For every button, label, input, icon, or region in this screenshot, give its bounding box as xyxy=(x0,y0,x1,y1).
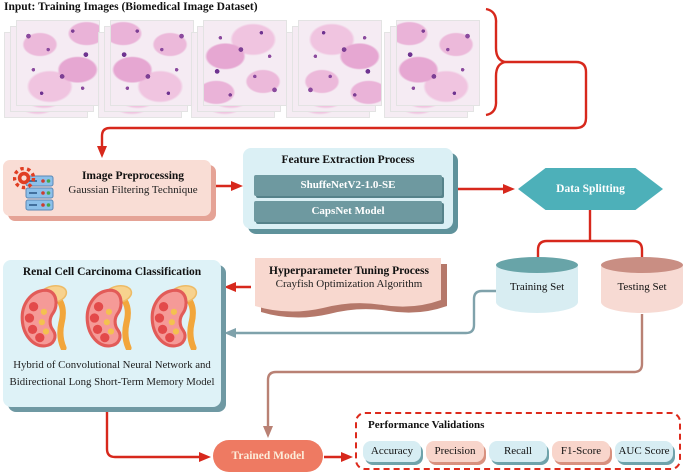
data-splitting-hexagon: Data Splitting xyxy=(518,168,663,210)
classification-desc-line2: Bidirectional Long Short-Term Memory Mod… xyxy=(9,376,215,388)
arrow-images-to-preprocessing xyxy=(97,60,588,158)
cylinder-top xyxy=(496,257,578,273)
training-image-stack xyxy=(98,20,194,118)
metric-badge-recall: Recall xyxy=(489,441,547,462)
kidney-icon xyxy=(150,285,197,350)
preprocessing-title: Image Preprocessing xyxy=(81,170,185,182)
classification-desc-line1: Hybrid of Convolutional Neural Network a… xyxy=(13,359,211,371)
classification-title: Renal Cell Carcinoma Classification xyxy=(22,266,202,278)
training-set-label: Training Set xyxy=(509,281,565,293)
tuning-title: Hyperparameter Tuning Process xyxy=(269,265,429,277)
tuning-subtitle: Crayfish Optimization Algorithm xyxy=(275,278,423,290)
metric-badge-precision: Precision xyxy=(426,441,484,462)
classification-description: Hybrid of Convolutional Neural Network a… xyxy=(5,357,219,391)
kidney-icon xyxy=(85,285,133,350)
document-shape xyxy=(255,258,447,318)
training-image-stack xyxy=(286,20,382,118)
training-image-stack xyxy=(384,20,480,118)
trained-model-pill: Trained Model xyxy=(213,440,323,472)
arrow-testing-to-trained xyxy=(263,314,644,438)
server-gear-icon xyxy=(13,167,54,211)
cylinder-body xyxy=(496,265,578,313)
testing-set-cylinder: Testing Set xyxy=(601,257,683,313)
brace xyxy=(485,7,506,117)
metric-badge-f1score: F1-Score xyxy=(552,441,610,462)
figure-title: Input: Training Images (Biomedical Image… xyxy=(4,1,258,13)
performance-title: Performance Validations xyxy=(368,419,485,431)
feature-extraction-title: Feature Extraction Process xyxy=(281,154,415,166)
classification-box: Renal Cell Carcinoma Classification xyxy=(3,260,221,407)
metric-badge-row: Accuracy Precision Recall F1-Score AUC S… xyxy=(363,441,673,462)
training-set-cylinder: Training Set xyxy=(496,257,578,313)
split-fork xyxy=(536,239,644,262)
kidney-icon-row xyxy=(3,284,221,350)
arrow-training-to-classifier xyxy=(224,289,498,338)
cylinder-body xyxy=(601,265,683,313)
performance-validations-box: Performance Validations Accuracy Precisi… xyxy=(355,412,681,470)
training-image-stack xyxy=(191,20,287,118)
kidney-icon xyxy=(21,285,68,350)
capsnet-model-label: CapsNet Model xyxy=(254,201,442,222)
hyperparameter-tuning-box: Hyperparameter Tuning Process Crayfish O… xyxy=(253,258,453,320)
preprocessing-subtitle: Gaussian Filtering Technique xyxy=(68,184,198,196)
trained-model-label: Trained Model xyxy=(231,450,305,462)
metric-badge-accuracy: Accuracy xyxy=(363,441,421,462)
image-preprocessing-box: Image Preprocessing Gaussian Filtering T… xyxy=(3,160,211,216)
cylinder-top xyxy=(601,257,683,273)
arrow-classifier-to-trained xyxy=(105,408,211,462)
testing-set-label: Testing Set xyxy=(617,281,667,293)
metric-badge-aucscore: AUC Score xyxy=(615,441,673,462)
shuffenet-model-label: ShuffeNetV2-1.0-SE xyxy=(254,175,442,196)
data-splitting-label: Data Splitting xyxy=(556,183,625,195)
feature-extraction-box: Feature Extraction Process ShuffeNetV2-1… xyxy=(243,148,453,229)
